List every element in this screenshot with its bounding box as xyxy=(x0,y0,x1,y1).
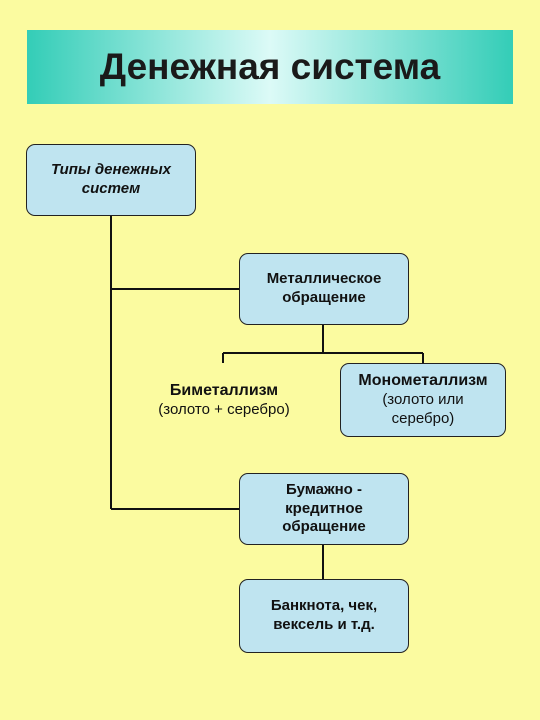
bimetal-node-line1: Биметаллизм xyxy=(169,381,279,399)
monometal-node-line1: Монометаллизм xyxy=(358,372,488,390)
banknote-node-line1: Банкнота, чек, xyxy=(270,597,378,615)
banknote-node-line2: вексель и т.д. xyxy=(273,616,375,633)
title-banner: Денежная система xyxy=(27,30,513,104)
paper-node-line2: кредитное xyxy=(285,499,363,517)
bimetal-node: Биметаллизм (золото + серебро) xyxy=(135,372,313,428)
root-node: Типы денежных систем xyxy=(26,144,196,216)
root-node-line2: систем xyxy=(81,180,141,197)
monometal-node: Монометаллизм (золото или серебро) xyxy=(340,363,506,437)
banknote-node: Банкнота, чек, вексель и т.д. xyxy=(239,579,409,653)
paper-node: Бумажно - кредитное обращение xyxy=(239,473,409,545)
page-title: Денежная система xyxy=(99,46,441,87)
metal-node-line2: обращение xyxy=(282,289,366,306)
paper-node-line1: Бумажно - xyxy=(286,480,362,498)
monometal-node-line2: (золото или xyxy=(382,391,464,409)
metal-node: Металлическое обращение xyxy=(239,253,409,325)
root-node-line1: Типы денежных xyxy=(51,161,171,179)
monometal-node-line3: серебро) xyxy=(391,410,455,427)
paper-node-line3: обращение xyxy=(282,518,366,536)
metal-node-line1: Металлическое xyxy=(266,270,382,288)
bimetal-node-line2: (золото + серебро) xyxy=(158,400,290,418)
